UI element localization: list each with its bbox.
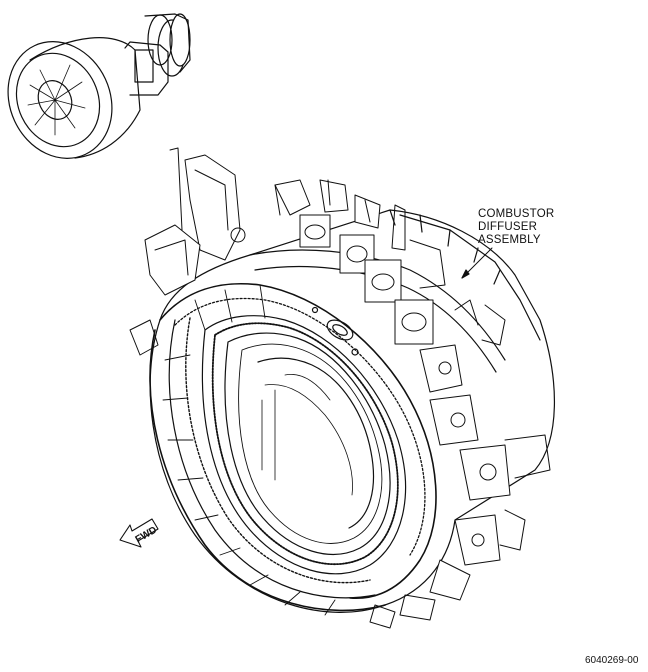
callout-line-2: DIFFUSER	[478, 221, 538, 233]
combustor-inner-rings	[201, 315, 407, 575]
component-callout: COMBUSTOR DIFFUSER ASSEMBLY	[478, 208, 554, 247]
figure-number: 6040269-00	[585, 655, 639, 666]
callout-line-3: ASSEMBLY	[478, 234, 541, 246]
fuel-nozzle-brackets	[129, 147, 551, 629]
engine-locator-icon	[7, 13, 191, 159]
fwd-arrow-icon	[119, 518, 159, 548]
callout-line-1: COMBUSTOR	[478, 208, 555, 220]
diffuser-flange	[249, 209, 541, 373]
casing-panels	[162, 284, 336, 616]
